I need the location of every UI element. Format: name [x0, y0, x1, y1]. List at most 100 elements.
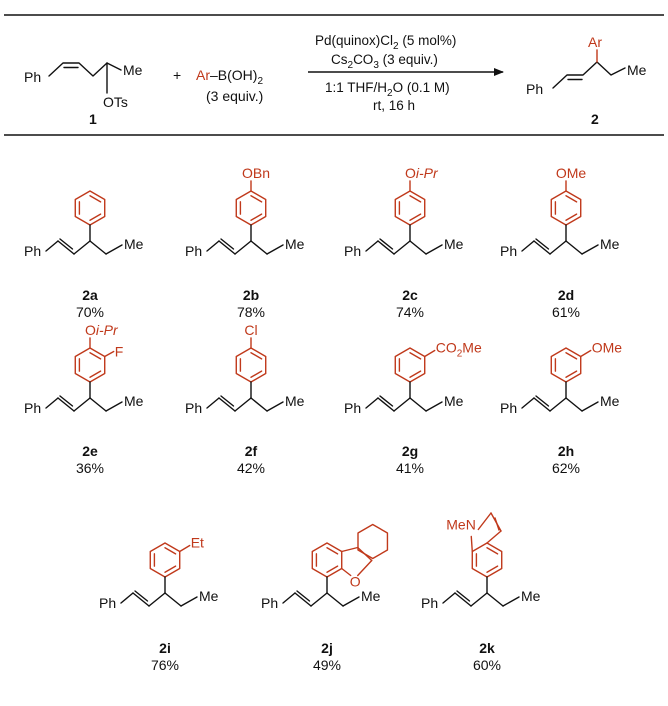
aromatic-double-bond	[409, 352, 422, 360]
ethyl-bond	[180, 596, 198, 607]
ethyl-bond	[486, 592, 504, 607]
phenyl-bond	[206, 240, 220, 252]
ph-label: Ph	[99, 595, 116, 611]
alkene-double-bond	[296, 590, 311, 602]
alkene-double-bond	[456, 590, 471, 602]
ar-label: Ar	[196, 67, 210, 83]
base-label: Cs2CO3 (3 equiv.)	[331, 52, 438, 71]
alkene-bond	[294, 592, 312, 607]
compound-number: 1	[89, 111, 97, 127]
compound-id: 2e	[82, 443, 98, 459]
para-substituent: Oi-Pr	[405, 165, 439, 181]
aromatic-double-bond	[89, 352, 102, 360]
aromatic-double-bond	[250, 195, 263, 203]
aromatic-double-bond	[565, 352, 578, 360]
ethyl-bond	[250, 397, 268, 412]
compound-id: 2a	[82, 287, 98, 303]
para-substituent: OBn	[242, 165, 270, 181]
me-label: Me	[521, 588, 541, 604]
svg-text:Ar–B(OH)2: Ar–B(OH)2	[196, 67, 263, 87]
aromatic-double-bond	[486, 565, 499, 573]
phenyl-bond	[120, 592, 134, 604]
ethyl-bond	[89, 240, 107, 255]
alkene-double-bond	[535, 395, 550, 407]
product-skeleton	[552, 61, 626, 89]
ethyl-bond	[105, 401, 123, 412]
boronic-acid-reagent: Ar–B(OH)2 (3 equiv.)	[196, 67, 263, 104]
compound-id: 2i	[159, 640, 171, 656]
furan-bond	[341, 546, 359, 553]
aromatic-double-bond	[409, 195, 422, 203]
me-label: Me	[123, 62, 143, 78]
compound-id: 2h	[558, 443, 574, 459]
chain-bond	[393, 240, 411, 255]
alkene-bond	[533, 240, 551, 255]
time-label: rt, 16 h	[373, 98, 415, 113]
chain-bond	[73, 240, 91, 255]
alkene-double-bond	[59, 395, 74, 407]
phenyl-bond	[282, 592, 296, 604]
furan-bond	[357, 559, 373, 577]
compound-id: 2d	[558, 287, 574, 303]
compound-id: 2b	[243, 287, 259, 303]
ethyl-bond	[342, 596, 360, 607]
yield-value: 36%	[76, 460, 104, 476]
ph-label: Ph	[24, 400, 41, 416]
ethyl-bond	[326, 592, 344, 607]
phenyl-bond	[442, 592, 456, 604]
pyrrole-bond	[477, 512, 492, 531]
ethyl-bond	[266, 401, 284, 412]
ots-label: OTs	[103, 94, 128, 110]
para-substituent: Oi-Pr	[85, 322, 119, 338]
boronic-label: –B(OH)	[210, 67, 257, 83]
chain-bond	[148, 592, 166, 607]
pyrrole-bond	[486, 530, 502, 544]
compound-id: 2j	[321, 640, 333, 656]
ph-label: Ph	[261, 595, 278, 611]
phenyl-bond	[45, 240, 59, 252]
alkene-double-bond	[134, 590, 149, 602]
me-label: Me	[600, 236, 620, 252]
aromatic-double-bond	[164, 565, 177, 573]
aromatic-double-bond	[565, 370, 578, 378]
me-label: Me	[199, 588, 219, 604]
boronic-subscript: 2	[257, 76, 263, 87]
yield-value: 74%	[396, 304, 424, 320]
ph-label: Ph	[500, 243, 517, 259]
oxygen-label: O	[350, 574, 361, 590]
yield-value: 41%	[396, 460, 424, 476]
me-label: Me	[124, 236, 144, 252]
compound-id: 2c	[402, 287, 418, 303]
para-substituent: Cl	[244, 322, 257, 338]
ph-label: Ph	[185, 400, 202, 416]
ethyl-bond	[164, 592, 182, 607]
aromatic-double-bond	[164, 547, 177, 555]
ph-label: Ph	[421, 595, 438, 611]
ethyl-bond	[105, 244, 123, 255]
chain-bond	[393, 397, 411, 412]
substrate-1: Ph Me OTs 1	[24, 62, 143, 127]
ethyl-bond	[89, 397, 107, 412]
alkene-double-bond	[220, 238, 235, 250]
furan-bond	[341, 567, 352, 577]
meta-substituent-bond	[580, 349, 592, 358]
alkene-bond	[132, 592, 150, 607]
alkene-double-bond	[379, 238, 394, 250]
phenyl-bond	[521, 240, 535, 252]
meta-substituent-bond	[179, 544, 191, 553]
chain-bond	[310, 592, 328, 607]
aromatic-double-bond	[409, 213, 422, 221]
chain-bond	[549, 240, 567, 255]
ph-label: Ph	[185, 243, 202, 259]
yield-value: 78%	[237, 304, 265, 320]
aromatic-double-bond	[89, 370, 102, 378]
